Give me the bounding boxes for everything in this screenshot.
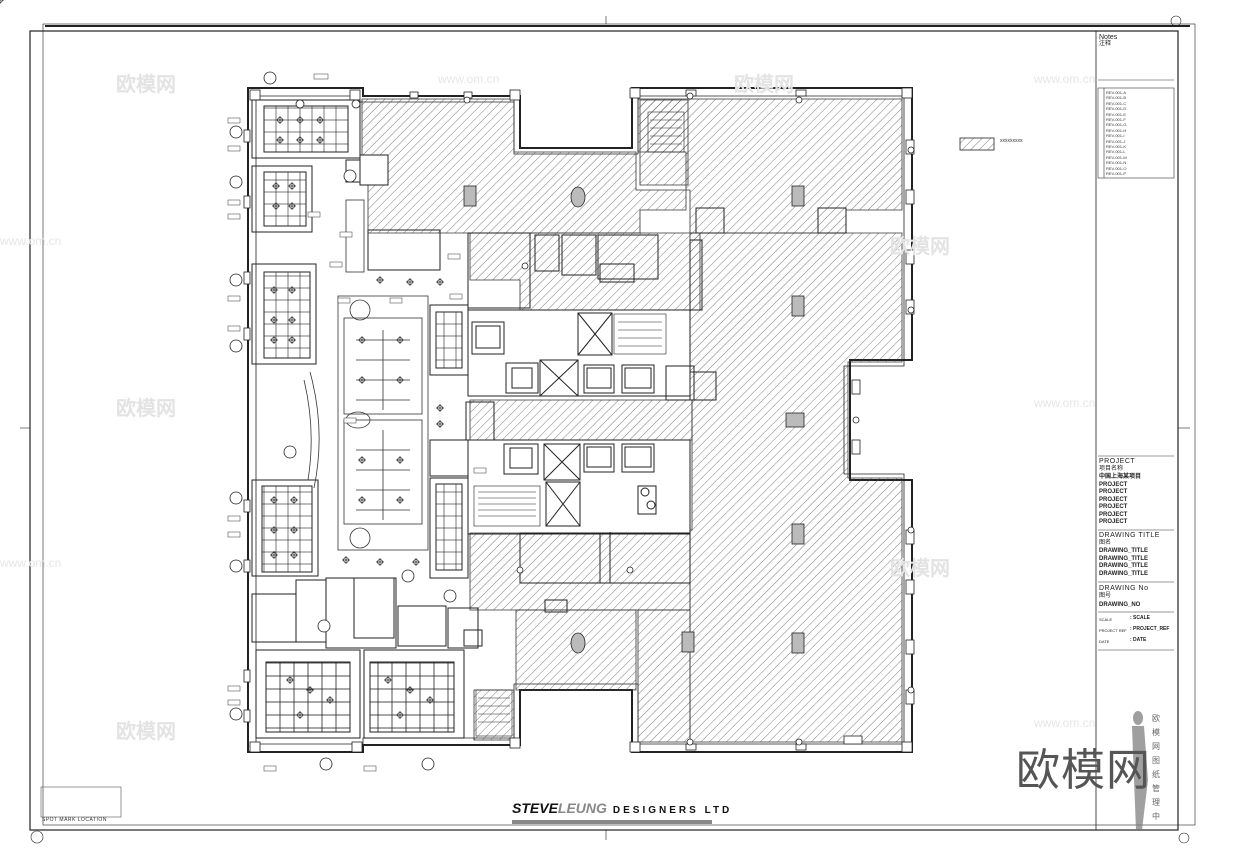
watermark-url: www.om.cn [0,234,62,248]
figure-watermark [1132,711,1148,830]
hatched-areas [361,98,903,743]
watermark-url: www.om.cn [438,72,500,86]
drawing-no-label: DRAWING No [1099,585,1149,592]
left-wing-rooms [251,99,495,739]
watermark: 欧模网 [890,558,950,580]
legend-swatch [959,137,995,151]
legend-label: xxxxxxxxx [1000,138,1023,144]
side-watermark: 欧模网图纸管理中 [1152,714,1160,821]
watermark: 欧模网 [116,398,176,420]
tag-labels [227,73,487,772]
watermark: 欧模网 [116,721,176,743]
watermark: 欧模网 [116,74,176,96]
keyplan-box [40,786,122,818]
watermark-url: www.om.cn [1034,396,1096,410]
project-label: PROJECT [1099,458,1136,465]
big-watermark: 欧模网 [1016,745,1151,796]
drawing-title-label: DRAWING TITLE [1099,532,1160,539]
title-block-lines [1097,79,1175,651]
stairs [473,111,685,737]
watermark-url: www.om.cn [1034,716,1096,730]
notes-title: Notes [1099,34,1118,41]
notes-sub: 注释 [1099,41,1112,47]
brand-bar [512,820,712,824]
interior-walls [367,207,847,613]
drawing-no: DRAWING_NO [1099,602,1141,608]
callout-markers [229,71,915,771]
watermark: 欧模网 [890,236,950,258]
sheet-border [20,15,1196,844]
columns [463,185,805,654]
central-workspace [303,199,429,551]
drawing-title-sub: 图名 [1099,540,1112,546]
keyplan-label: SPOT MARK LOCATION [42,817,107,823]
project-sub: 项目名称 [1099,466,1124,472]
watermark: 欧模网 [734,74,794,96]
watermark-url: www.om.cn [1034,72,1096,86]
lift-shafts [471,312,657,527]
meta-values: : SCALE: PROJECT_REF: DATE [1130,615,1170,643]
watermark-url: www.om.cn [0,556,62,570]
drawing-no-sub: 图号 [1099,593,1112,599]
